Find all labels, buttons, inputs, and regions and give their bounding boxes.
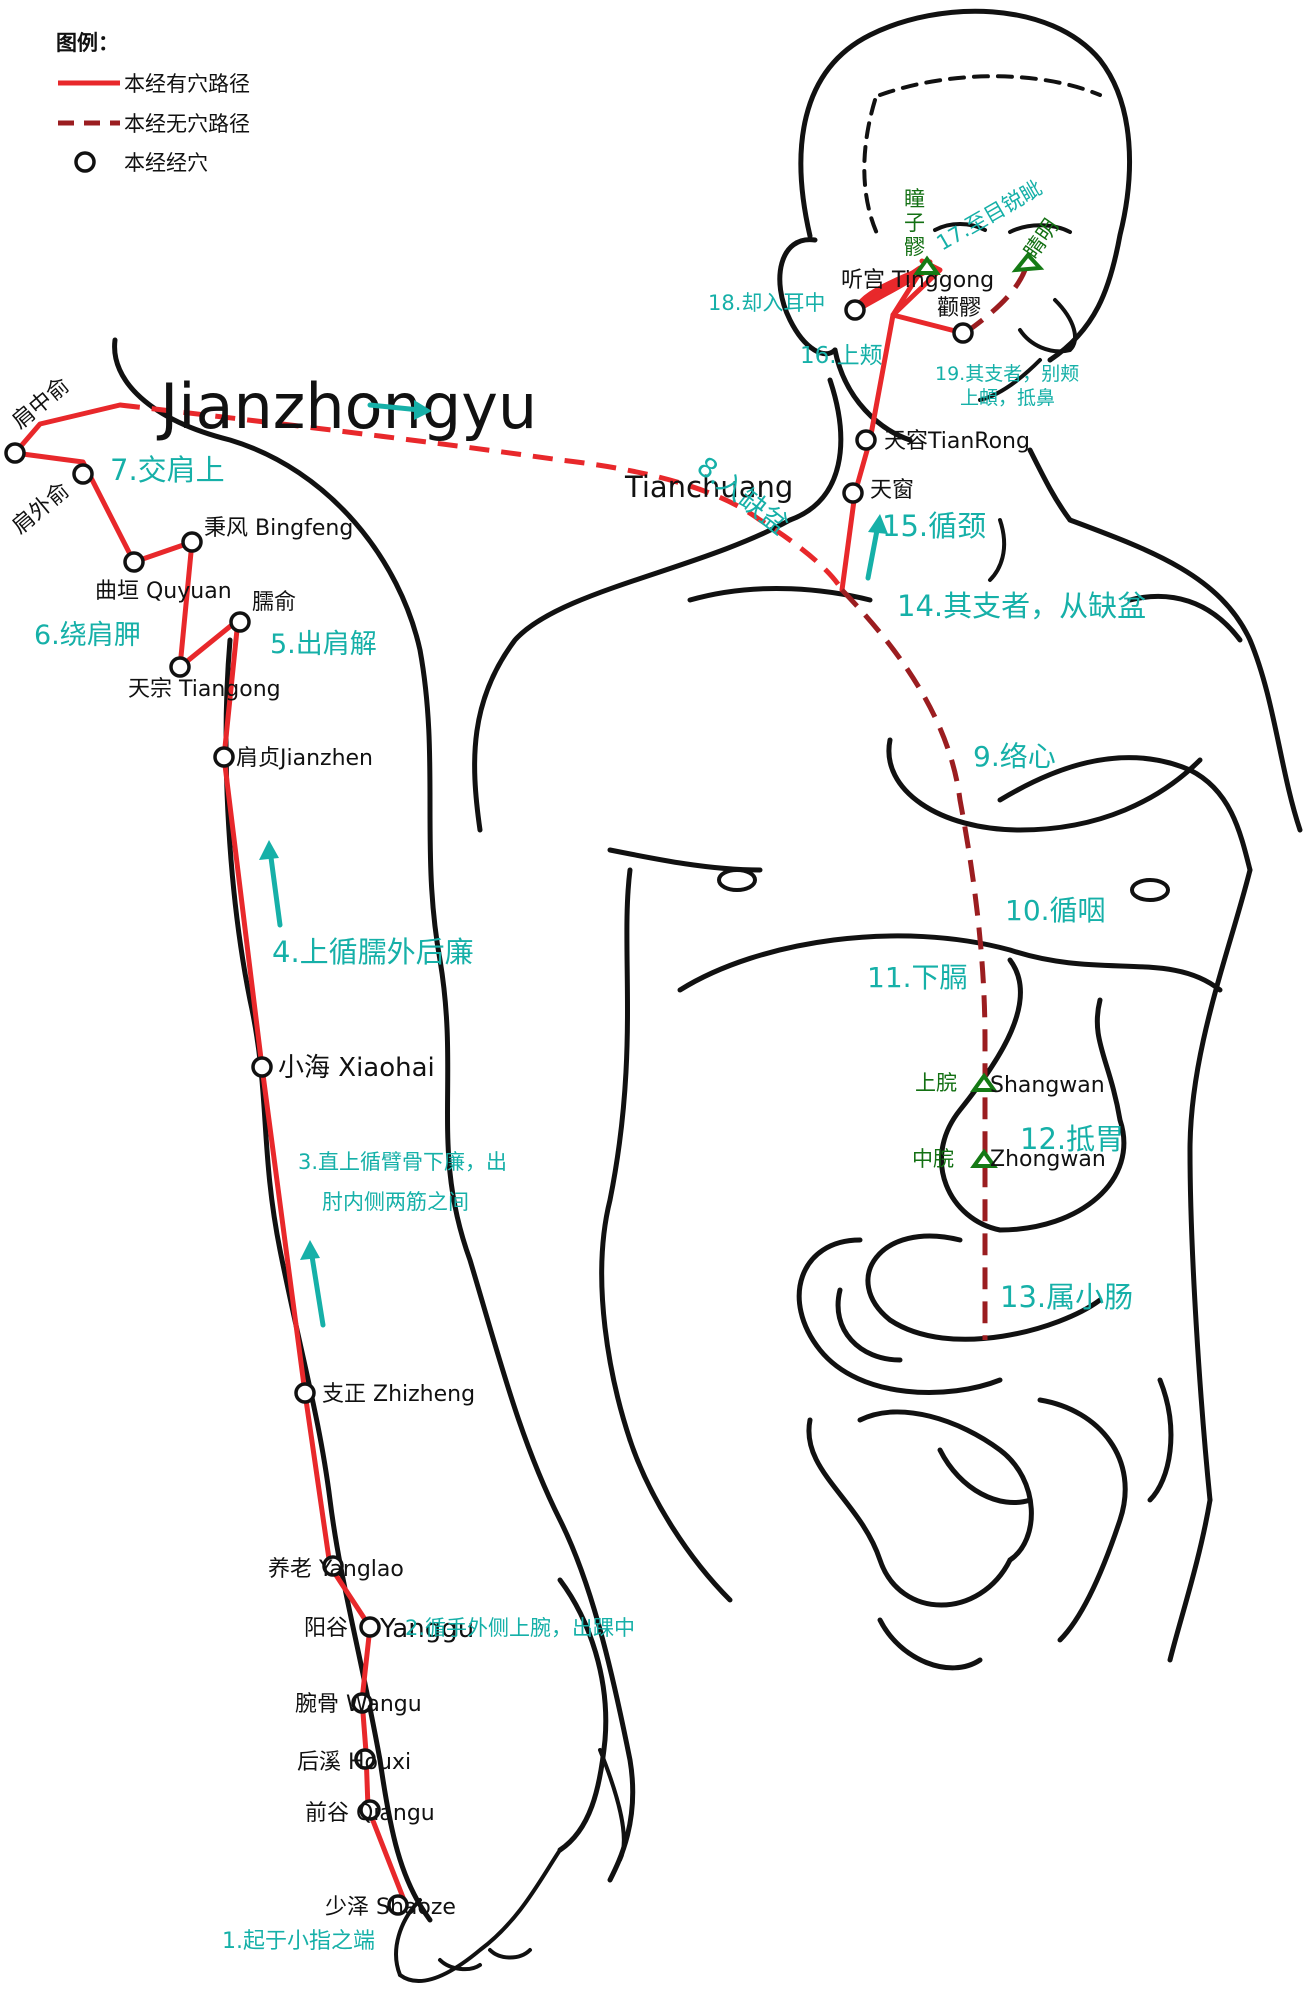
step-10: 10.循咽 bbox=[1005, 894, 1106, 927]
point-labels: 肩中俞 肩外俞 秉风 Bingfeng 曲垣 Quyuan 臑俞 天宗 Tian… bbox=[8, 187, 1106, 1920]
point-jianwaishu bbox=[72, 463, 94, 485]
step-9: 9.络心 bbox=[973, 740, 1056, 773]
label-tianchuang-cn: 天窗 bbox=[870, 478, 914, 503]
label-shangwan-en: Shangwan bbox=[990, 1073, 1105, 1098]
point-quanliao bbox=[952, 322, 974, 344]
legend-circle-label: 本经经穴 bbox=[124, 151, 208, 175]
label-tongziliao-3: 髎 bbox=[904, 235, 925, 259]
point-shaoze bbox=[387, 1894, 409, 1916]
legend-circle-swatch bbox=[74, 151, 96, 173]
legend: 图例： 本经有穴路径 本经无穴路径 本经经穴 bbox=[56, 31, 250, 175]
point-yanglao bbox=[322, 1555, 344, 1577]
body-outline bbox=[112, 8, 1303, 1983]
label-tianzong: 天宗 Tiangong bbox=[128, 677, 281, 702]
label-jianzhongyu-big: Jianzhongyu bbox=[156, 370, 537, 443]
label-houxi: 后溪 Houxi bbox=[297, 1750, 411, 1775]
label-jianzhen: 肩贞Jianzhen bbox=[236, 746, 373, 771]
point-jianzhongshu bbox=[4, 442, 26, 464]
legend-title: 图例： bbox=[56, 31, 119, 55]
step-4: 4.上循臑外后廉 bbox=[272, 935, 474, 969]
arrow-shoulder bbox=[367, 400, 432, 420]
label-quanliao: 颧髎 bbox=[937, 296, 981, 321]
point-tianrong bbox=[855, 429, 877, 451]
label-yanggu-en: Yanggu bbox=[379, 1614, 474, 1644]
label-xiaohai: 小海 Xiaohai bbox=[278, 1053, 435, 1083]
step-labels: 1.起于小指之端 2.循手外侧上腕，出踝中 3.直上循臂骨下廉，出 肘内侧两筋之… bbox=[34, 176, 1146, 1954]
step-19a: 19.其支者，别颊 bbox=[935, 363, 1079, 385]
point-qiangu bbox=[359, 1799, 381, 1821]
label-tinggong: 听宫 Tinggong bbox=[841, 268, 994, 293]
point-houxi bbox=[354, 1748, 376, 1770]
point-quyuan bbox=[123, 551, 145, 573]
tri-tongziliao bbox=[913, 255, 941, 275]
step-11: 11.下膈 bbox=[867, 961, 968, 994]
tri-jingming bbox=[1011, 251, 1045, 273]
step-12: 12.抵胃 bbox=[1020, 1122, 1124, 1156]
label-tianrong: 天容TianRong bbox=[884, 429, 1030, 454]
label-jianwaishu: 肩外俞 bbox=[8, 478, 75, 540]
label-zhizheng: 支正 Zhizheng bbox=[322, 1382, 475, 1407]
step-16: 16.上颊 bbox=[800, 343, 883, 369]
label-bingfeng: 秉风 Bingfeng bbox=[204, 516, 353, 541]
label-zhongwan-en: Zhongwan bbox=[990, 1147, 1106, 1172]
label-yanglao: 养老 Yanglao bbox=[268, 1557, 404, 1582]
label-wangu: 腕骨 Wangu bbox=[295, 1692, 422, 1717]
point-tianzong bbox=[169, 656, 191, 678]
point-jianzhen bbox=[213, 746, 235, 768]
point-zhizheng bbox=[294, 1382, 316, 1404]
acupoints bbox=[4, 299, 974, 1916]
direction-arrows bbox=[259, 400, 888, 1328]
arrow-upper-arm bbox=[259, 840, 283, 928]
step-15: 15.循颈 bbox=[882, 509, 986, 543]
label-qiangu: 前谷 Qiangu bbox=[305, 1801, 435, 1826]
step-7: 7.交肩上 bbox=[110, 453, 225, 487]
point-yanggu bbox=[359, 1616, 381, 1638]
point-wangu bbox=[351, 1692, 373, 1714]
label-tongziliao-1: 瞳 bbox=[904, 187, 925, 211]
tri-shangwan bbox=[970, 1072, 998, 1092]
step-5: 5.出肩解 bbox=[270, 629, 377, 660]
label-tongziliao-2: 子 bbox=[904, 211, 925, 235]
legend-dashed-label: 本经无穴路径 bbox=[124, 112, 250, 136]
step-18: 18.却入耳中 bbox=[708, 291, 825, 315]
step-6: 6.绕肩胛 bbox=[34, 620, 141, 651]
step-14: 14.其支者，从缺盆 bbox=[897, 589, 1146, 623]
point-xiaohai bbox=[251, 1056, 273, 1078]
step-2: 2.循手外侧上腕，出踝中 bbox=[405, 1616, 635, 1640]
label-tianchuang-big: Tianchuang bbox=[624, 470, 793, 504]
meridian-route bbox=[12, 258, 1028, 1903]
label-naoshu: 臑俞 bbox=[252, 590, 296, 615]
legend-solid-label: 本经有穴路径 bbox=[124, 72, 250, 96]
label-shangwan-cn: 上脘 bbox=[915, 1071, 957, 1095]
step-3a: 3.直上循臂骨下廉，出 bbox=[298, 1150, 507, 1174]
point-tinggong bbox=[844, 299, 866, 321]
point-bingfeng bbox=[181, 531, 203, 553]
label-yanggu-cn: 阳谷 bbox=[304, 1616, 348, 1641]
step-19b: 上頔，抵鼻 bbox=[960, 387, 1055, 409]
step-13: 13.属小肠 bbox=[1000, 1280, 1133, 1314]
arrow-forearm bbox=[300, 1240, 326, 1328]
other-points bbox=[913, 251, 1045, 1168]
step-3b: 肘内侧两筋之间 bbox=[322, 1190, 469, 1214]
label-quyuan: 曲垣 Quyuan bbox=[95, 579, 232, 604]
label-zhongwan-cn: 中脘 bbox=[912, 1147, 954, 1171]
arrow-neck bbox=[865, 514, 888, 581]
point-tianchuang bbox=[842, 482, 864, 504]
step-1: 1.起于小指之端 bbox=[222, 1929, 375, 1954]
tri-zhongwan bbox=[970, 1148, 998, 1168]
point-naoshu bbox=[229, 611, 251, 633]
label-shaoze: 少泽 Shaoze bbox=[325, 1895, 456, 1920]
